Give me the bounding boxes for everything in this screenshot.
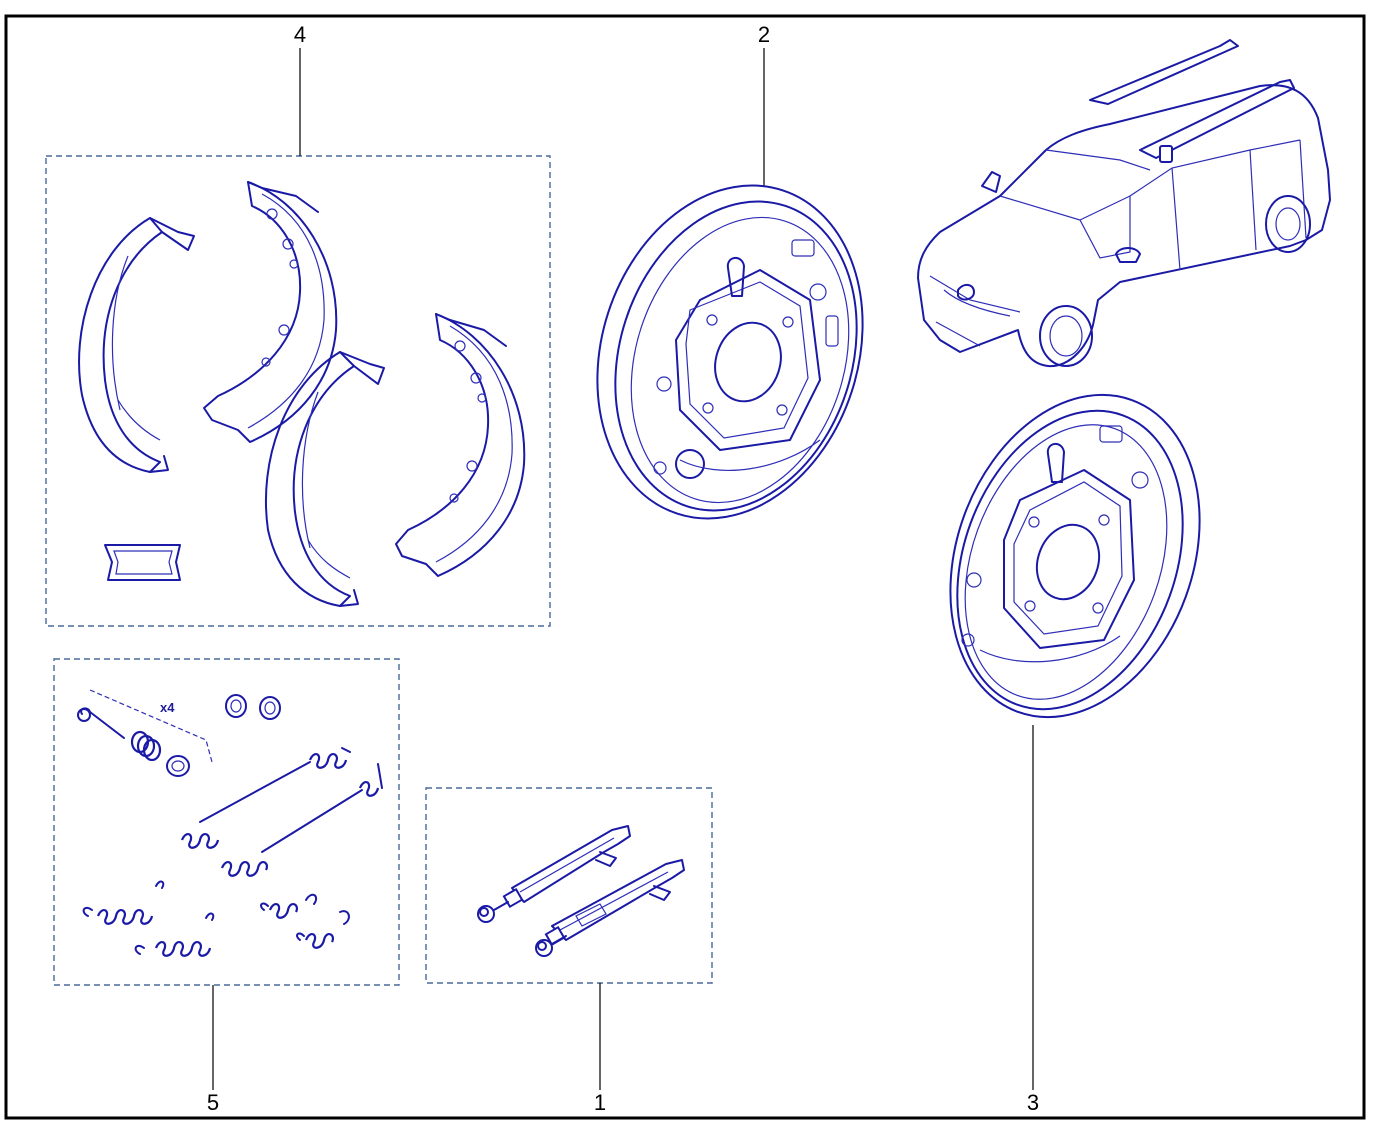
adjuster-assembly xyxy=(477,825,685,957)
group-box-4 xyxy=(45,155,551,627)
return-spring-lower xyxy=(220,763,383,877)
group-box-5 xyxy=(53,658,400,986)
adjuster-upper xyxy=(477,825,631,923)
cup-a xyxy=(225,694,247,718)
group-box-1 xyxy=(425,787,713,984)
callout-2: 2 xyxy=(757,22,771,47)
brake-backing-plate-left xyxy=(596,184,864,520)
lever-spring-b xyxy=(296,910,350,949)
lever-spring-a xyxy=(260,893,318,919)
return-spring-upper xyxy=(180,747,351,849)
vehicle-illustration xyxy=(917,39,1331,368)
adjuster-spring-b xyxy=(134,912,215,957)
spring-cup xyxy=(166,755,190,777)
diagram-frame xyxy=(4,14,1366,1120)
label-pad xyxy=(104,544,181,581)
brake-shoe-right xyxy=(264,351,385,607)
brake-shoe-set xyxy=(78,181,526,607)
callout-1: 1 xyxy=(593,1090,607,1115)
hold-down-spring xyxy=(130,730,162,762)
quantity-marker: x4 xyxy=(160,700,175,715)
brake-shoe-left xyxy=(78,217,195,473)
adjuster-lower xyxy=(535,859,685,957)
callout-5: 5 xyxy=(206,1090,220,1115)
brake-shoe-web-right xyxy=(395,313,526,577)
spring-hardware-kit xyxy=(77,689,383,957)
brake-shoe-web-left xyxy=(203,181,338,443)
callout-3: 3 xyxy=(1026,1090,1040,1115)
cup-b xyxy=(259,696,281,720)
adjuster-spring-a xyxy=(82,880,165,925)
callout-4: 4 xyxy=(293,22,307,47)
brake-backing-plate-right xyxy=(949,393,1201,719)
